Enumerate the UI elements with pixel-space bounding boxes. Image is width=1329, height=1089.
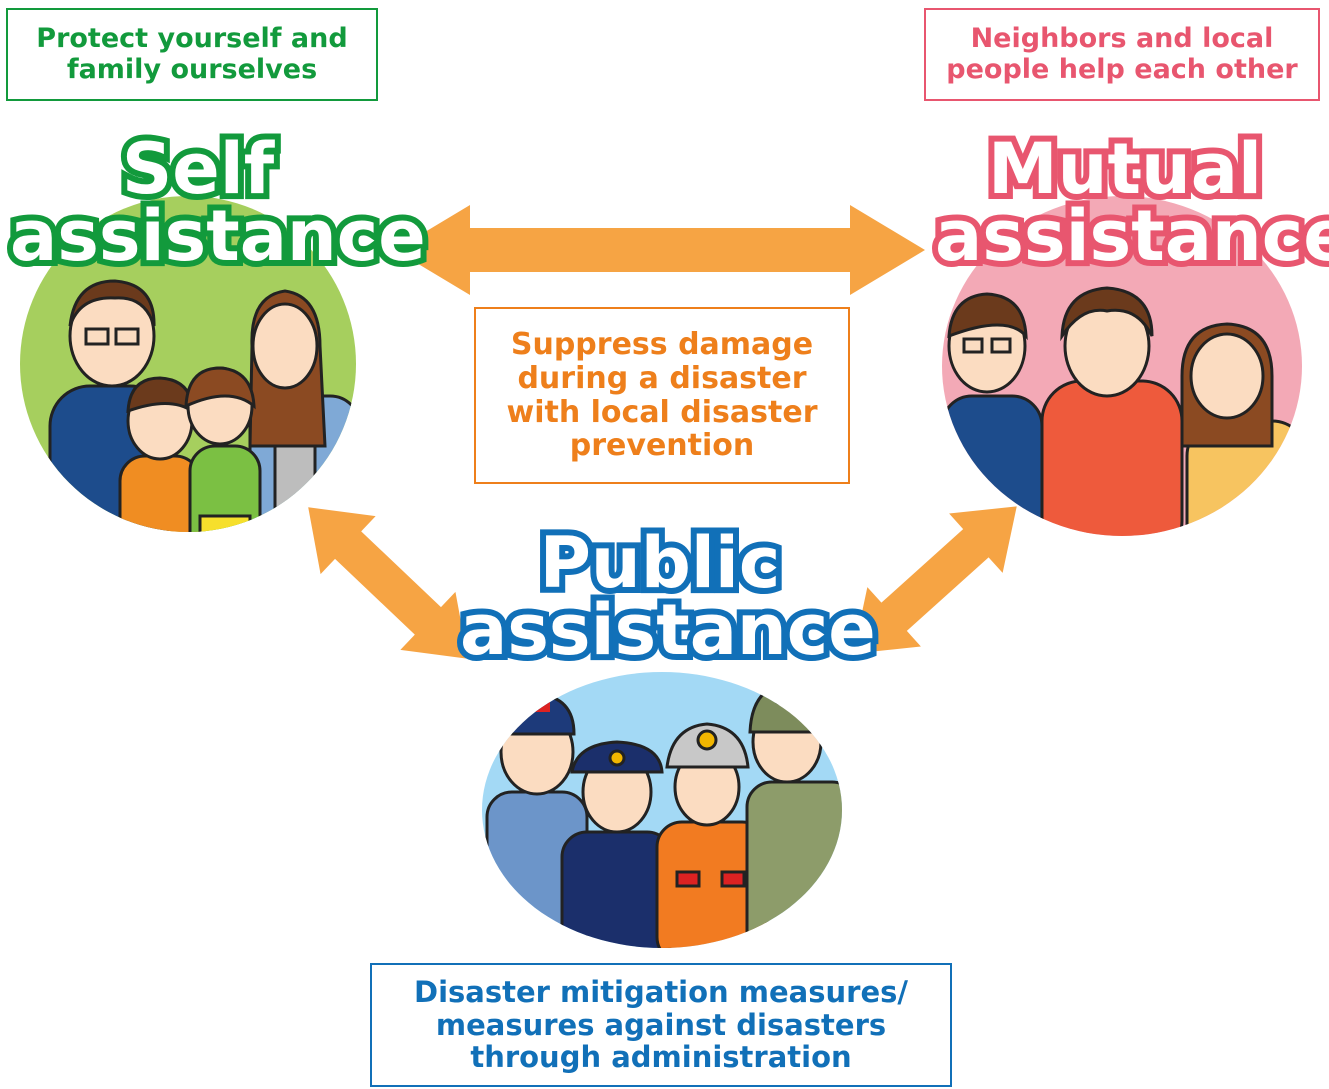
mutual-title: Mutual assistance — [929, 128, 1329, 277]
center-line-3: with local disaster — [506, 394, 818, 430]
arrow-mutual-public — [853, 506, 1017, 654]
public-caption-line-2: measures against disasters — [435, 1007, 887, 1042]
neighbors-illustration — [942, 196, 1302, 536]
public-title-line-2: assistance — [454, 588, 882, 671]
self-title-line-1: Self — [116, 128, 280, 210]
center-message-box: Suppress damage during a disaster with l… — [474, 307, 850, 484]
public-caption-line-3: through administration — [470, 1040, 852, 1075]
center-line-4: prevention — [569, 428, 755, 464]
public-caption: Disaster mitigation measures/ measures a… — [370, 963, 952, 1087]
mutual-title-line-2: assistance — [929, 194, 1329, 277]
mutual-caption-line-1: Neighbors and local — [970, 23, 1274, 55]
self-title: Self assistance — [4, 128, 432, 277]
mutual-title-line-1: Mutual — [982, 128, 1268, 210]
public-title: Public assistance — [454, 522, 882, 671]
center-line-2: during a disaster — [517, 360, 807, 396]
rescue-workers-illustration — [482, 672, 842, 948]
self-caption: Protect yourself and family ourselves — [6, 8, 378, 101]
public-caption-line-1: Disaster mitigation measures/ — [414, 975, 908, 1010]
family-of-four-illustration — [20, 196, 356, 532]
mutual-caption-line-2: people help each other — [946, 53, 1298, 85]
self-caption-line-2: family ourselves — [66, 53, 318, 85]
center-line-1: Suppress damage — [510, 327, 814, 363]
public-title-line-1: Public — [534, 522, 787, 604]
mutual-caption: Neighbors and local people help each oth… — [924, 8, 1320, 101]
arrow-self-mutual — [395, 205, 925, 295]
arrow-self-public — [308, 507, 468, 659]
self-title-line-2: assistance — [4, 194, 432, 277]
self-caption-line-1: Protect yourself and — [36, 23, 348, 55]
